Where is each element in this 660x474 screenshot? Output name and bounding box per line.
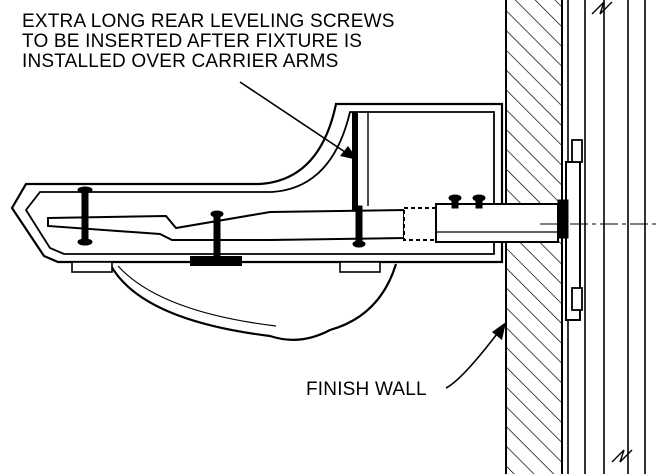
basin-bowl xyxy=(71,256,398,341)
leader-arrow-leveling-screws xyxy=(239,81,358,160)
carrier-plate xyxy=(557,139,583,321)
callout-line-3: INSTALLED OVER CARRIER ARMS xyxy=(22,51,339,72)
leader-arrow-finish-wall xyxy=(445,322,506,389)
callout-line-1: EXTRA LONG REAR LEVELING SCREWS xyxy=(22,11,395,32)
leveling-screws-callout: EXTRA LONG REAR LEVELING SCREWS TO BE IN… xyxy=(22,12,395,72)
callout-line-2: TO BE INSERTED AFTER FIXTURE IS xyxy=(22,31,363,52)
carrier-arm xyxy=(47,203,559,243)
finish-wall-label: FINISH WALL xyxy=(306,379,427,400)
leveling-screws xyxy=(77,186,486,265)
